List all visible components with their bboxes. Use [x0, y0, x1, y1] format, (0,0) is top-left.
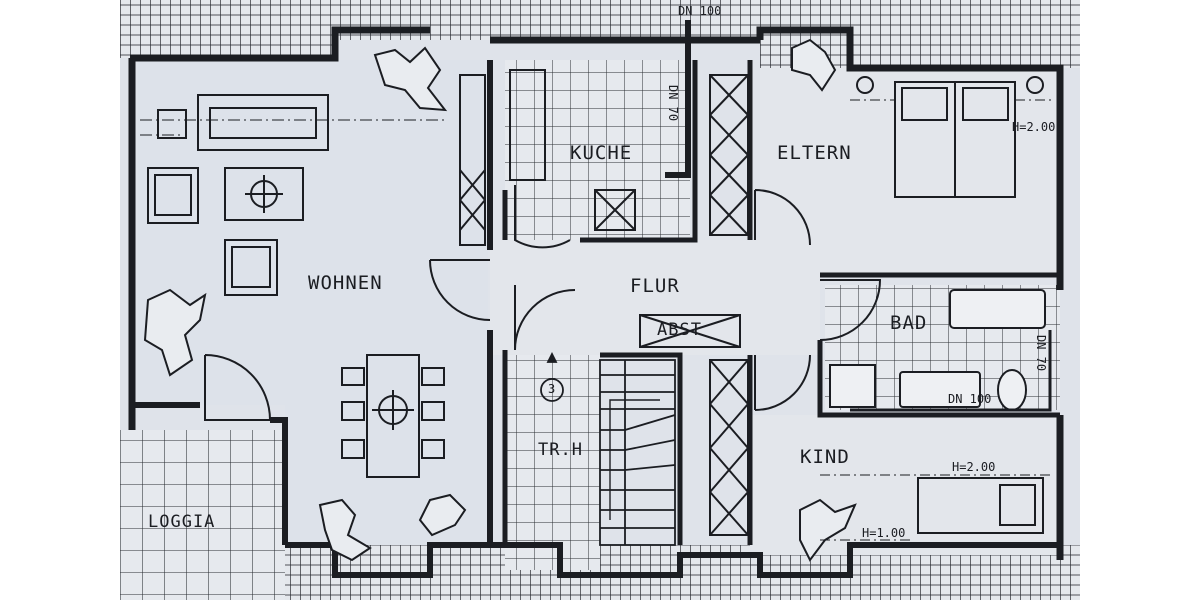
plant-wohnen-bottom-right	[418, 493, 467, 537]
stair-number-circle	[540, 378, 564, 402]
door-bad	[819, 279, 882, 341]
side-table	[157, 109, 187, 139]
room-label-eltern: ELTERN	[777, 142, 852, 164]
plant-eltern	[791, 38, 837, 92]
closet-kind-x	[709, 359, 749, 536]
dining-table	[366, 354, 420, 478]
wall-trh	[502, 350, 683, 545]
stair-arrow	[609, 399, 660, 520]
plant-wohnen-left	[143, 288, 207, 377]
armchair-2	[224, 239, 278, 296]
drain-pipe-kuche	[665, 20, 691, 178]
bathtub	[949, 289, 1046, 329]
door-trh	[514, 285, 576, 351]
stairhall-tiles	[505, 350, 600, 570]
closet-eltern	[709, 74, 749, 236]
room-label-kind: KIND	[800, 446, 850, 468]
single-bed	[917, 477, 1044, 534]
plant-wohnen-top	[373, 46, 448, 112]
wohnen-axis-line	[140, 119, 445, 136]
pipe-note-dn100-bad: DN 100	[948, 392, 992, 406]
coffee-table-lamp-cross	[245, 175, 283, 213]
stair-treads	[600, 360, 676, 545]
door-loggia	[204, 354, 271, 421]
wall-kuche-right	[580, 60, 698, 243]
flur-floor	[490, 240, 820, 355]
room-label-bad: BAD	[890, 312, 928, 334]
room-label-wohnen: WOHNEN	[308, 272, 383, 294]
kind-height-line	[820, 474, 1050, 541]
room-label-kuche: KUCHE	[570, 142, 633, 164]
height-note-eltern: H=2.00	[1012, 120, 1056, 134]
single-bed-pillow	[999, 484, 1036, 526]
closet-kind	[709, 359, 749, 536]
wohnen-floor	[138, 60, 488, 405]
outer-wall-top-right	[756, 26, 1064, 290]
outer-wall-bottom	[285, 542, 1060, 578]
closet-abst	[639, 314, 741, 348]
kitchen-tiles	[505, 60, 690, 240]
sofa-inner	[209, 107, 317, 139]
toilet	[997, 369, 1027, 411]
top-hatch-left	[120, 0, 335, 58]
floor-plan-drawing	[120, 0, 1080, 600]
door-wohnen	[429, 259, 491, 321]
pipe-note-dn70-kuche: DN 70	[666, 85, 680, 122]
plant-wohnen-bottom-left	[318, 498, 372, 562]
closet-abst-x	[639, 314, 741, 348]
drain-pipe-bad	[850, 330, 1052, 412]
height-note-kind-bottom: H=1.00	[862, 526, 906, 540]
armchair-1	[147, 167, 199, 224]
coffee-table	[224, 167, 304, 221]
outer-wall-top-left	[130, 26, 430, 62]
sofa	[197, 94, 329, 151]
door-kuche	[514, 185, 571, 249]
kitchen-fridge	[594, 189, 636, 231]
plant-kind	[799, 498, 857, 562]
dining-lamp-cross	[372, 390, 414, 430]
dining-chairs	[341, 367, 445, 459]
wall-bad-left	[817, 340, 1060, 418]
door-kind	[754, 354, 811, 411]
pipe-note-dn70-bad: DN 70	[1034, 335, 1048, 372]
eltern-lamp-right	[1026, 76, 1044, 94]
armchair-2-inner	[231, 246, 271, 288]
armchair-1-inner	[154, 174, 192, 216]
stair-up-marker	[546, 351, 558, 363]
bed-pillow-right	[962, 87, 1009, 121]
closet-eltern-x	[709, 74, 749, 236]
shower-tray	[829, 364, 876, 408]
bed-pillow-left	[901, 87, 948, 121]
kitchen-fridge-x	[594, 189, 636, 231]
pipe-note-dn100-top: DN 100	[678, 4, 722, 18]
closet-wohnen-x	[459, 169, 486, 231]
floor-plan: WOHNEN KUCHE ELTERN FLUR BAD ABST TR.H K…	[120, 0, 1080, 600]
staircase	[599, 359, 676, 546]
height-note-kind-top: H=2.00	[952, 460, 996, 474]
loggia-wall	[132, 402, 288, 545]
closet-wohnen	[459, 74, 486, 246]
loggia-tiles	[120, 430, 285, 600]
loggia-wohnen-join	[285, 405, 490, 545]
room-label-abst: ABST	[657, 320, 702, 340]
eltern-lamp-left	[856, 76, 874, 94]
room-label-loggia: LOGGIA	[148, 512, 216, 532]
kitchen-counter	[509, 69, 546, 181]
stair-number: 3	[548, 382, 556, 396]
washbasin	[899, 371, 981, 408]
door-eltern	[754, 189, 811, 246]
room-label-trh: TR.H	[538, 440, 583, 460]
room-label-flur: FLUR	[630, 275, 680, 297]
